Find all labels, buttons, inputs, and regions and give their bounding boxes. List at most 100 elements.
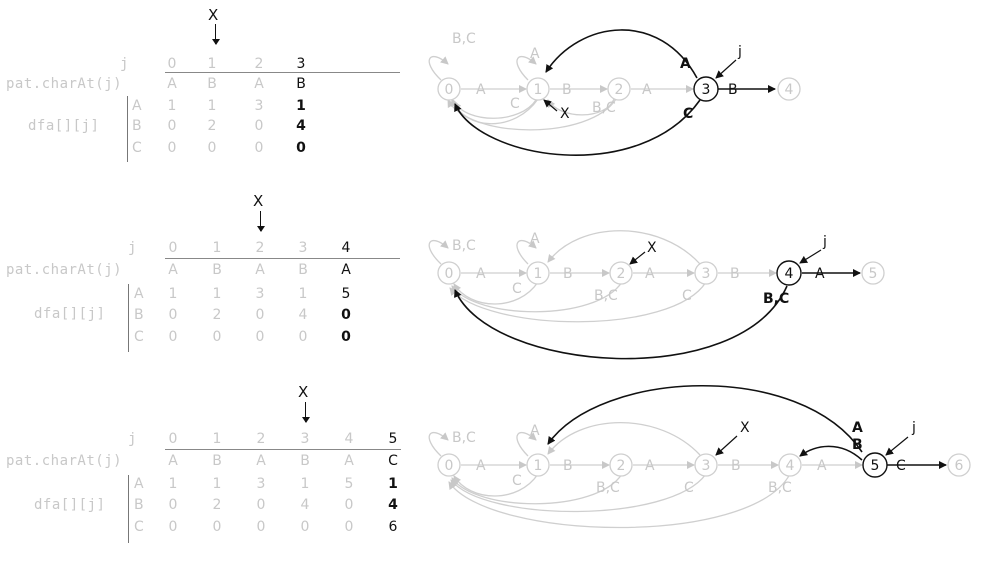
dfa-label: dfa[][j] xyxy=(28,118,100,134)
table-rule xyxy=(165,449,401,450)
edge-label: A xyxy=(642,82,652,98)
edge-label: A xyxy=(476,266,486,282)
state-circle xyxy=(862,452,888,478)
dfa-cell: 0 xyxy=(212,329,222,345)
j-pointer-label: j xyxy=(737,44,742,60)
edge-label: B,C xyxy=(452,31,476,47)
state-circle xyxy=(526,261,550,285)
table-rule xyxy=(165,258,400,259)
dfa-label: dfa[][j] xyxy=(34,497,106,513)
state-label: 1 xyxy=(534,266,543,282)
pat-value: A xyxy=(168,453,178,469)
edge-label: B xyxy=(728,82,738,98)
j-value: 0 xyxy=(168,240,178,256)
row-letter: B xyxy=(134,497,144,513)
dfa-cell: 2 xyxy=(207,118,217,134)
dfa-cell: 0 xyxy=(256,519,266,535)
state-circle xyxy=(694,261,718,285)
pat-value: B xyxy=(298,262,308,278)
edge-label: B,C xyxy=(763,291,789,307)
state-circle xyxy=(609,453,633,477)
dfa-cell: 3 xyxy=(255,286,265,302)
dfa-cell: 4 xyxy=(300,497,310,513)
self-loop xyxy=(428,55,449,81)
pat-value: A xyxy=(341,262,351,278)
edge-label: A xyxy=(530,423,540,439)
state-label: 2 xyxy=(617,458,626,474)
back-edge xyxy=(453,99,537,119)
j-label: j xyxy=(120,56,129,72)
edge-label: A xyxy=(852,420,863,436)
edge-label: A xyxy=(680,56,691,72)
table-rule xyxy=(165,72,400,73)
dfa-cell: 0 xyxy=(344,497,354,513)
x-marker: X xyxy=(298,383,309,401)
state-circle xyxy=(776,260,802,286)
x-marker-arrow xyxy=(212,24,220,45)
dfa-cell: 1 xyxy=(300,476,310,492)
pat-value: A xyxy=(254,76,264,92)
dfa-label: dfa[][j] xyxy=(34,306,106,322)
edge-label: B,C xyxy=(592,100,616,116)
state-circle xyxy=(778,453,802,477)
back-edge xyxy=(448,473,791,529)
row-letter: A xyxy=(134,476,144,492)
edge-label: C xyxy=(510,96,520,112)
j-label: j xyxy=(128,240,137,256)
dfa-cell: 2 xyxy=(212,307,222,323)
row-letter: A xyxy=(132,98,142,114)
state-circle xyxy=(526,453,550,477)
back-edge xyxy=(450,473,707,513)
state-circle xyxy=(437,77,461,101)
j-value: 5 xyxy=(388,431,398,447)
state-circle xyxy=(609,261,633,285)
state-label: 3 xyxy=(702,82,711,98)
state-label: 5 xyxy=(871,458,880,474)
state-label: 2 xyxy=(617,266,626,282)
edge-label: B xyxy=(563,458,573,474)
dfa-cell: 0 xyxy=(212,519,222,535)
dfa-cell: 0 xyxy=(256,497,266,513)
row-letter: C xyxy=(134,329,144,345)
edge-label: B xyxy=(852,437,863,453)
dfa-cell: 1 xyxy=(167,98,177,114)
edge-label: A xyxy=(815,266,825,282)
back-edge xyxy=(453,473,539,497)
row-letter: A xyxy=(134,286,144,302)
dfa-cell: 5 xyxy=(344,476,354,492)
state-label: 4 xyxy=(785,266,794,282)
back-edge xyxy=(451,473,623,505)
dfa-cell: 0 xyxy=(167,140,177,156)
dfa-cell: 1 xyxy=(388,476,398,492)
dfa-cell: 0 xyxy=(167,118,177,134)
j-value: 3 xyxy=(298,240,308,256)
back-edge xyxy=(547,421,701,456)
state-label: 4 xyxy=(786,458,795,474)
j-value: 4 xyxy=(344,431,354,447)
state-label: 3 xyxy=(702,458,711,474)
edge-label: A xyxy=(476,82,486,98)
dfa-cell: 0 xyxy=(298,329,308,345)
dfa-cell: 1 xyxy=(168,286,178,302)
back-edge xyxy=(451,281,623,313)
edge-label: A xyxy=(530,46,540,62)
edge-label: C xyxy=(512,281,522,297)
dfa-cell: 1 xyxy=(298,286,308,302)
dfa-cell: 1 xyxy=(212,286,222,302)
edge-label: C xyxy=(682,288,692,304)
self-loop xyxy=(428,239,449,265)
state-circle xyxy=(693,76,719,102)
x-pointer xyxy=(715,435,738,456)
dfa-cell: 0 xyxy=(168,307,178,323)
x-pointer-label: X xyxy=(647,240,657,256)
pat-value: A xyxy=(344,453,354,469)
edge-label: A xyxy=(530,231,540,247)
new-back-edge xyxy=(799,445,863,461)
edge-label: C xyxy=(896,458,906,474)
j-value: 1 xyxy=(207,56,217,72)
dfa-cell: 1 xyxy=(296,98,306,114)
edge-label: B,C xyxy=(594,288,618,304)
pat-value: A xyxy=(255,262,265,278)
state-label: 1 xyxy=(534,458,543,474)
